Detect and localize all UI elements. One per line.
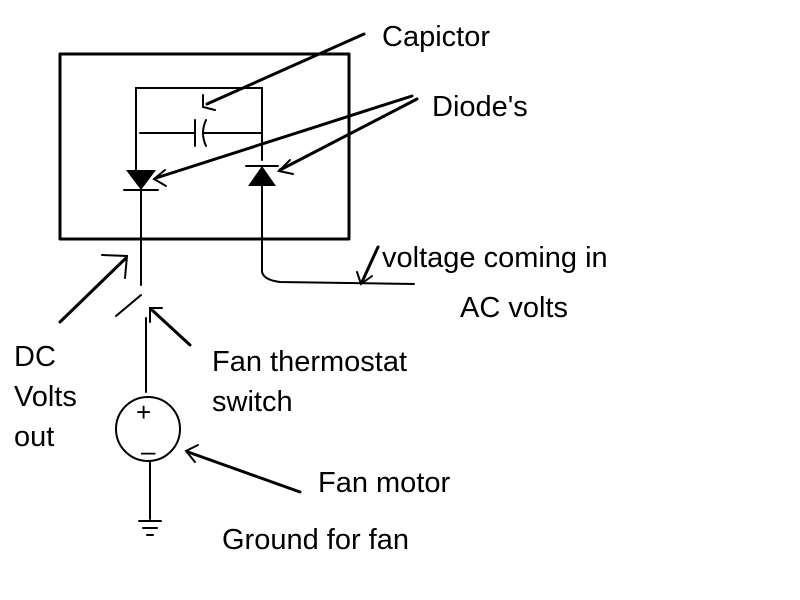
dc-volts-out-label-line2: Volts (14, 381, 77, 413)
capacitor-symbol (139, 119, 263, 147)
arrow-to-left-diode (152, 94, 414, 187)
thermostat-switch-label-line1: Fan thermostat (212, 346, 408, 378)
enclosure-box (58, 52, 351, 241)
arrow-to-switch (149, 307, 192, 347)
arrow-to-dc-output (58, 254, 129, 324)
capacitor-label: Capictor (382, 21, 490, 53)
ac-input-wire (261, 185, 415, 285)
plus-sign: + (136, 397, 152, 427)
arrow-to-right-diode (276, 97, 419, 175)
arrow-to-fan-motor (184, 444, 302, 494)
dc-volts-out-label-line1: DC (14, 341, 56, 373)
thermostat-switch-label-line2: switch (212, 386, 293, 418)
arrow-to-ac-wire (356, 245, 380, 286)
fan-motor-label: Fan motor (318, 467, 451, 499)
arrow-to-capacitor (202, 32, 366, 111)
fan-motor-symbol (115, 396, 181, 462)
diode-right (245, 165, 279, 186)
diode-left (123, 170, 159, 191)
thermostat-switch-blade (115, 294, 142, 317)
dc-volts-out-label-line3: out (14, 421, 55, 453)
ground-label: Ground for fan (222, 524, 409, 556)
inner-loop-wire (135, 87, 263, 173)
ground-symbol (138, 520, 162, 536)
ac-volts-label: AC volts (460, 292, 568, 324)
minus-sign: – (141, 436, 156, 466)
voltage-in-label: voltage coming in (382, 242, 608, 274)
diodes-label: Diode's (432, 91, 528, 123)
